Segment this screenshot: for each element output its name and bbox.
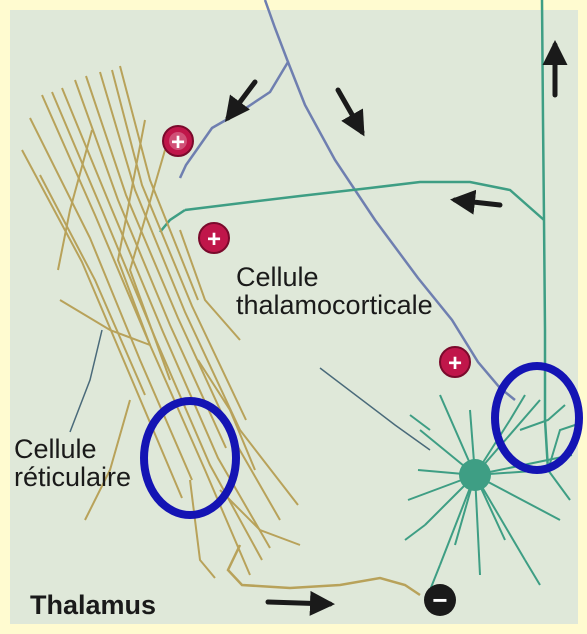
plus-symbol: +: [207, 226, 221, 253]
label-reticular-cell: Cellule réticulaire: [14, 436, 131, 491]
label-thalamocortical-cell: Cellule thalamocorticale: [236, 264, 433, 319]
label-line: Cellule: [236, 264, 433, 292]
plus-symbol: +: [448, 350, 462, 377]
minus-symbol: −: [432, 585, 447, 615]
excitatory-synapse-badge: +: [163, 126, 193, 156]
excitatory-synapse-badge: +: [199, 223, 229, 253]
arrow-right-icon: [268, 602, 330, 604]
inhibitory-synapse-badge: −: [424, 584, 456, 616]
excitatory-synapse-badge: +: [440, 347, 470, 377]
label-thalamus: Thalamus: [30, 592, 156, 620]
label-line: Cellule: [14, 436, 131, 464]
plus-symbol: +: [171, 129, 185, 156]
label-line: thalamocorticale: [236, 292, 433, 320]
thalamocortical-soma: [459, 459, 491, 491]
label-line: réticulaire: [14, 464, 131, 492]
